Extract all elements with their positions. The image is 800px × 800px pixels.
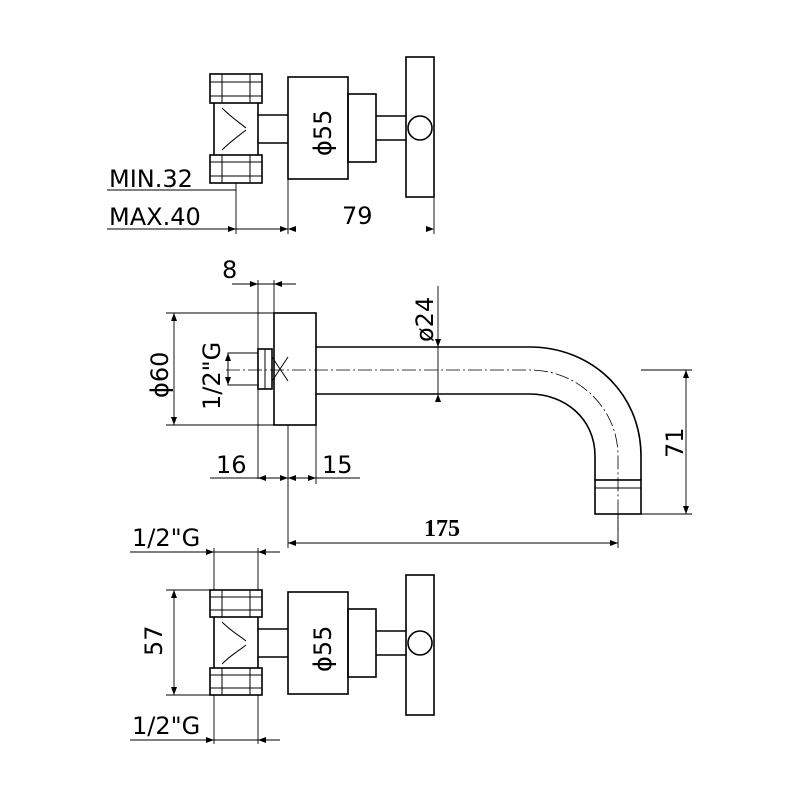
bottom-valve-upper-nut xyxy=(209,589,263,618)
spout-thread-connector xyxy=(227,352,259,386)
top-valve-lower-nut xyxy=(209,154,263,184)
bottom-valve: ϕ55 1/2"G 57 1/2"G xyxy=(130,524,435,744)
bottom-valve-cross-handle[interactable] xyxy=(405,574,435,716)
bottom-valve-spindle-cap xyxy=(407,630,433,656)
top-valve-body xyxy=(213,103,259,155)
spout-flange xyxy=(273,312,317,426)
spout-assembly: 8 ϕ60 1/2"G ø24 71 16 15 xyxy=(146,256,692,548)
top-valve-upper-nut xyxy=(209,73,263,104)
spout-tube-top xyxy=(316,346,642,480)
top-valve-cross-handle[interactable] xyxy=(405,56,435,198)
spout-tube-diameter-label: ø24 xyxy=(411,297,439,342)
spout-height-label: 71 xyxy=(661,427,689,458)
spout-tube-bottom xyxy=(316,393,596,480)
top-valve: ϕ55 MIN.32 MAX.40 79 xyxy=(107,56,435,234)
top-valve-diameter-label: ϕ55 xyxy=(309,110,337,156)
bottom-valve-bonnet xyxy=(347,608,377,678)
spout-offset-label: 8 xyxy=(222,256,237,284)
bottom-valve-thread-bottom-label: 1/2"G xyxy=(132,712,200,740)
bottom-valve-thread-top-label: 1/2"G xyxy=(132,524,200,552)
spout-length-label: 175 xyxy=(424,516,460,542)
top-valve-bonnet xyxy=(347,93,377,163)
min-depth-label: MIN.32 xyxy=(109,165,193,193)
top-valve-depth-label: 79 xyxy=(342,202,373,230)
bottom-valve-diameter-label: ϕ55 xyxy=(309,626,337,672)
spout-left-offset-label: 16 xyxy=(216,451,247,479)
bottom-valve-centers-label: 57 xyxy=(140,625,168,656)
bottom-valve-lower-nut xyxy=(209,667,263,696)
top-valve-spindle-cap xyxy=(407,115,433,141)
spout-right-offset-label: 15 xyxy=(322,451,353,479)
max-depth-label: MAX.40 xyxy=(109,203,201,231)
spout-thread-label: 1/2"G xyxy=(198,342,226,410)
spout-outer-diameter-label: ϕ60 xyxy=(146,352,174,398)
